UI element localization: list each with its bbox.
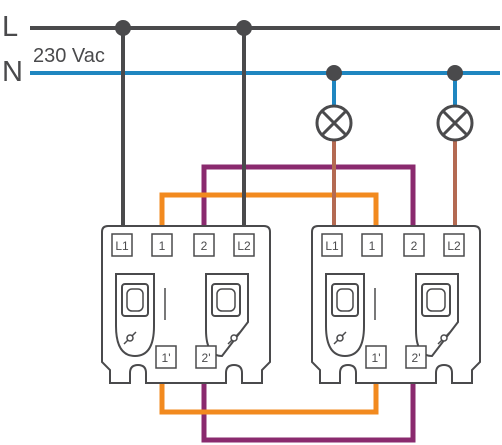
relay-module-2: L1 1 2 L2 1' 2' xyxy=(311,225,481,384)
terminal-label: 2' xyxy=(202,351,211,365)
lamp-icon xyxy=(436,104,474,142)
terminal-label: L1 xyxy=(325,239,339,253)
switch-button-icon xyxy=(325,273,365,358)
terminal-label: 1 xyxy=(369,239,376,253)
terminal-label: 2' xyxy=(412,351,421,365)
line-junction-2 xyxy=(236,20,252,36)
line-label: L xyxy=(2,11,18,43)
neutral-junction-1 xyxy=(326,65,342,81)
purple-traveler-wire xyxy=(201,164,416,443)
pushbutton-icon xyxy=(415,273,459,358)
terminal-label: L2 xyxy=(237,239,251,253)
relay-module-1: L1 1 2 L2 1' 2' xyxy=(101,225,271,384)
terminal-label: L2 xyxy=(447,239,461,253)
terminal-label: 1' xyxy=(372,351,381,365)
pushbutton-icon xyxy=(205,273,249,358)
terminal-label: 1' xyxy=(162,351,171,365)
line-junction-1 xyxy=(115,20,131,36)
terminal-label: 2 xyxy=(201,239,208,253)
terminal-label: L1 xyxy=(115,239,129,253)
neutral-label: N xyxy=(2,56,23,88)
voltage-label: 230 Vac xyxy=(33,45,105,67)
lamp-icon xyxy=(315,104,353,142)
switch-button-icon xyxy=(115,273,155,358)
neutral-junction-2 xyxy=(447,65,463,81)
terminal-label: 2 xyxy=(411,239,418,253)
terminal-label: 1 xyxy=(159,239,166,253)
